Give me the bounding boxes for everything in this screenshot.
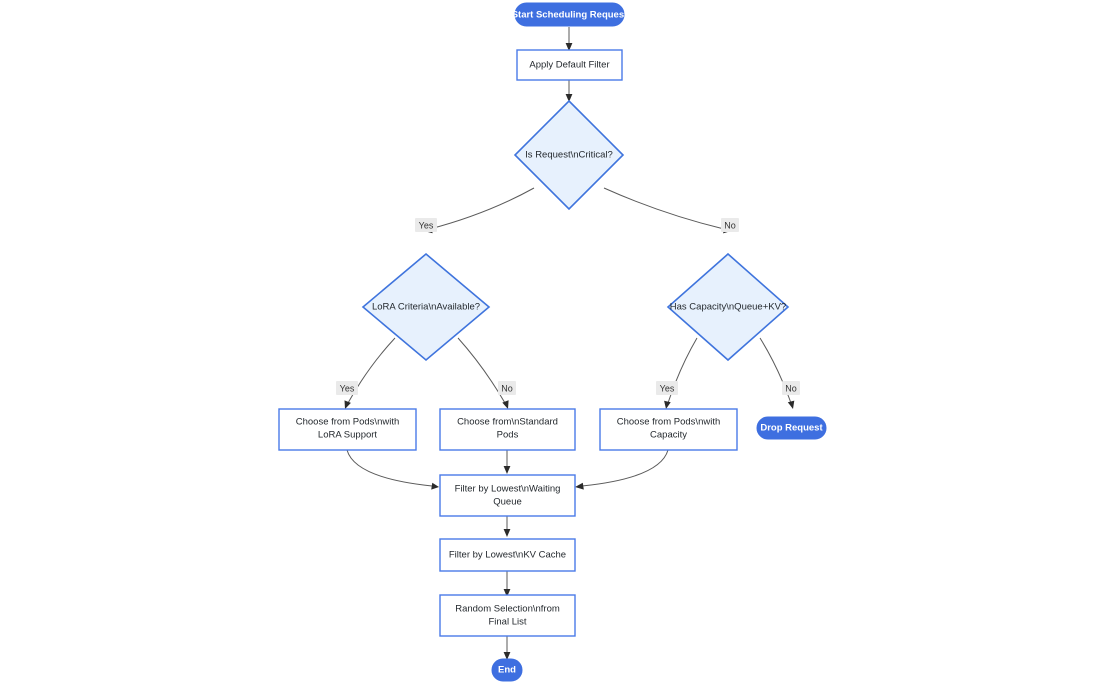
edge-label-text: Yes: [660, 383, 675, 393]
node-choose-capacity-pods-label-line2: Capacity: [650, 430, 687, 441]
edge-lora-yes-to-choose-lora: [347, 337, 396, 404]
node-lora-criteria-available[interactable]: LoRA Criteria\nAvailable?: [361, 252, 491, 362]
node-choose-lora-pods-shape[interactable]: [278, 408, 417, 451]
edge-label-capacity-no: No: [782, 381, 800, 395]
edge-label-text: No: [785, 383, 797, 393]
node-has-capacity[interactable]: Has Capacity\nQueue+KV?: [666, 252, 790, 362]
edge-critical-yes-to-lora: [429, 187, 535, 230]
edge-capacity-no-to-drop: [759, 337, 792, 404]
node-random-selection[interactable]: Random Selection\nfrom Final List: [439, 594, 576, 637]
node-choose-lora-pods-label-line2: LoRA Support: [318, 430, 378, 441]
node-lora-criteria-available-label: LoRA Criteria\nAvailable?: [372, 302, 480, 313]
node-choose-capacity-pods-label-line1: Choose from Pods\nwith: [617, 417, 721, 428]
node-drop-request-shape[interactable]: [756, 416, 827, 440]
node-is-request-critical[interactable]: Is Request\nCritical?: [513, 99, 625, 211]
node-has-capacity-shape[interactable]: [666, 252, 790, 362]
edge-label-text: No: [501, 383, 513, 393]
node-random-selection-label-line2: Final List: [488, 617, 526, 628]
edge-capacity-yes-to-choose-capacity: [667, 337, 698, 404]
edge-label-text: Yes: [419, 220, 434, 230]
node-random-selection-shape[interactable]: [439, 594, 576, 637]
node-drop-request[interactable]: Drop Request: [756, 416, 827, 440]
node-filter-kv-cache[interactable]: Filter by Lowest\nKV Cache: [439, 538, 576, 572]
edge-label-text: No: [724, 220, 736, 230]
edge-arrowhead: [503, 652, 511, 660]
node-end[interactable]: End: [491, 658, 523, 682]
node-apply-default-filter-label: Apply Default Filter: [529, 60, 609, 71]
node-apply-default-filter[interactable]: Apply Default Filter: [516, 49, 623, 81]
edge-arrowhead: [503, 466, 511, 474]
node-has-capacity-label: Has Capacity\nQueue+KV?: [670, 302, 786, 313]
edge-arrowhead: [565, 43, 573, 51]
node-choose-lora-pods[interactable]: Choose from Pods\nwith LoRA Support: [278, 408, 417, 451]
edge-label-layer: Yes No Yes No Yes No: [336, 218, 800, 395]
edge-label-text: Yes: [340, 383, 355, 393]
node-choose-standard-pods-label-line2: Pods: [497, 430, 519, 441]
edge-critical-no-to-capacity: [603, 187, 725, 230]
node-layer: Start Scheduling Request Apply Default F…: [278, 2, 827, 682]
edge-label-lora-yes: Yes: [336, 381, 358, 395]
edge-label-critical-no: No: [721, 218, 739, 232]
node-choose-lora-pods-label-line1: Choose from Pods\nwith: [296, 417, 400, 428]
node-random-selection-label-line1: Random Selection\nfrom: [455, 604, 560, 615]
edge-choose-lora-to-filter-queue: [346, 449, 433, 487]
node-choose-capacity-pods-shape[interactable]: [599, 408, 738, 451]
node-choose-standard-pods-shape[interactable]: [439, 408, 576, 451]
node-end-shape[interactable]: [491, 658, 523, 682]
edge-arrowhead: [664, 400, 671, 409]
node-choose-capacity-pods[interactable]: Choose from Pods\nwith Capacity: [599, 408, 738, 451]
node-start-label: Start Scheduling Request: [512, 10, 628, 21]
node-drop-request-label: Drop Request: [760, 423, 823, 434]
edge-arrowhead: [344, 400, 351, 409]
edge-arrowhead: [503, 589, 511, 597]
edge-label-lora-no: No: [498, 381, 516, 395]
node-start-shape[interactable]: [514, 2, 625, 27]
node-choose-standard-pods-label-line1: Choose from\nStandard: [457, 417, 558, 428]
node-is-request-critical-label: Is Request\nCritical?: [525, 150, 613, 161]
node-is-request-critical-shape[interactable]: [513, 99, 625, 211]
node-apply-default-filter-shape[interactable]: [516, 49, 623, 81]
edge-arrowhead: [502, 400, 509, 409]
node-filter-kv-cache-shape[interactable]: [439, 538, 576, 572]
node-start[interactable]: Start Scheduling Request: [512, 2, 628, 27]
node-filter-waiting-queue-label-line1: Filter by Lowest\nWaiting: [455, 484, 561, 495]
edge-label-critical-yes: Yes: [415, 218, 437, 232]
edge-lora-no-to-choose-standard: [457, 337, 506, 404]
edge-label-capacity-yes: Yes: [656, 381, 678, 395]
node-filter-kv-cache-label: Filter by Lowest\nKV Cache: [449, 550, 566, 561]
edge-arrowhead: [787, 400, 795, 409]
node-lora-criteria-available-shape[interactable]: [361, 252, 491, 362]
node-filter-waiting-queue-label-line2: Queue: [493, 497, 522, 508]
edge-choose-capacity-to-filter-queue: [581, 449, 669, 487]
node-filter-waiting-queue[interactable]: Filter by Lowest\nWaiting Queue: [439, 474, 576, 517]
edge-arrowhead: [503, 529, 511, 537]
edge-arrowhead: [431, 482, 439, 490]
node-choose-standard-pods[interactable]: Choose from\nStandard Pods: [439, 408, 576, 451]
node-filter-waiting-queue-shape[interactable]: [439, 474, 576, 517]
edge-arrowhead: [565, 94, 573, 102]
node-end-label: End: [498, 665, 516, 676]
edge-arrowhead: [575, 482, 584, 490]
